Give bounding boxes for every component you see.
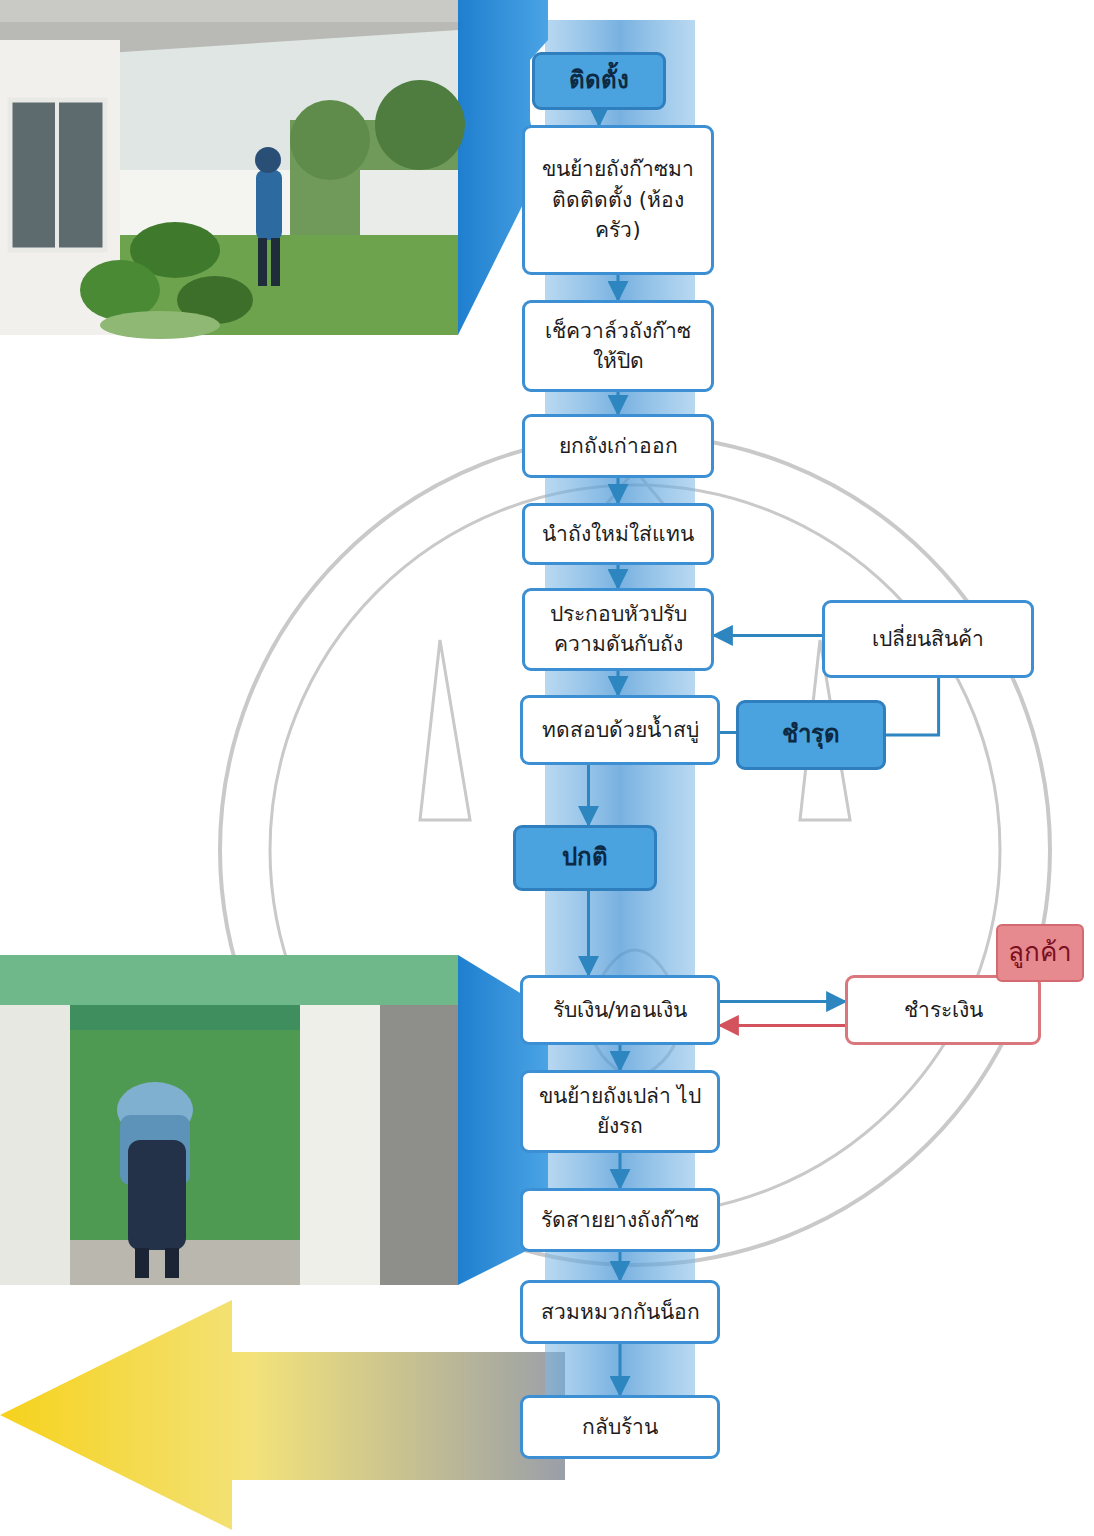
process-box: เปลี่ยนสินค้า	[822, 600, 1034, 678]
flow-connector	[617, 671, 620, 695]
process-box: เช็ควาล์วถังก๊าซ ให้ปิด	[522, 300, 714, 392]
flow-connector	[619, 1344, 622, 1395]
process-box: ทดสอบด้วยน้ำสบู่	[520, 695, 720, 765]
node-text: ขนย้ายถังก๊าซมา ติดติดตั้ง (ห้องครัว)	[535, 154, 701, 245]
node-text: เปลี่ยนสินค้า	[872, 624, 984, 654]
flow-connector	[617, 392, 620, 414]
node-text: กลับร้าน	[582, 1412, 658, 1442]
node-text: ประกอบหัวปรับ ความดันกับถัง	[535, 599, 701, 660]
status-box: ชำรุด	[736, 700, 886, 770]
flow-connector	[720, 1024, 845, 1027]
process-box: นำถังใหม่ใส่แทน	[522, 503, 714, 565]
node-text: รัดสายยางถังก๊าซ	[541, 1205, 699, 1235]
photo-install	[0, 0, 465, 339]
node-text: ติดตั้ง	[569, 65, 629, 96]
flow-connector	[619, 1153, 622, 1188]
process-box: กลับร้าน	[520, 1395, 720, 1459]
flow-connector	[619, 1045, 622, 1070]
process-box: สวมหมวกกันน็อก	[520, 1280, 720, 1344]
process-box: ขนย้ายถังเปล่า ไปยังรถ	[520, 1070, 720, 1153]
status-box: ปกติ	[513, 825, 657, 891]
process-box: รับเงิน/ทอนเงิน	[520, 975, 720, 1045]
photo-return	[0, 955, 458, 1285]
customer-box: ลูกค้าชำระเงิน	[845, 975, 1041, 1045]
header-box: ติดตั้ง	[532, 52, 666, 110]
flow-connector	[720, 731, 736, 734]
node-text: ทดสอบด้วยน้ำสบู่	[542, 715, 699, 745]
process-box: รัดสายยางถังก๊าซ	[520, 1188, 720, 1252]
flow-connector	[587, 765, 590, 825]
flow-connector	[617, 565, 620, 588]
process-box: ยกถังเก่าออก	[522, 414, 714, 478]
node-text: ขนย้ายถังเปล่า ไปยังรถ	[533, 1081, 707, 1142]
node-text: ยกถังเก่าออก	[559, 431, 678, 461]
flow-connector	[886, 678, 939, 735]
node-text: รับเงิน/ทอนเงิน	[553, 995, 687, 1025]
process-box: ขนย้ายถังก๊าซมา ติดติดตั้ง (ห้องครัว)	[522, 125, 714, 275]
flow-connector	[619, 1252, 622, 1280]
node-text: นำถังใหม่ใส่แทน	[542, 519, 694, 549]
node-text: เช็ควาล์วถังก๊าซ ให้ปิด	[535, 316, 701, 377]
flow-connector	[617, 275, 620, 300]
flow-connector	[714, 634, 822, 637]
flow-connector	[617, 478, 620, 503]
process-box: ประกอบหัวปรับ ความดันกับถัง	[522, 588, 714, 671]
flow-connector	[720, 1000, 845, 1003]
return-arrow	[0, 1300, 565, 1530]
flow-connector	[598, 110, 601, 125]
node-text: ปกติ	[562, 842, 608, 873]
node-text: ชำรุด	[782, 719, 840, 750]
flow-connector	[587, 891, 590, 975]
group-tab: ลูกค้า	[996, 924, 1084, 982]
node-text: สวมหมวกกันน็อก	[541, 1297, 700, 1327]
node-text: ชำระเงิน	[904, 995, 983, 1025]
